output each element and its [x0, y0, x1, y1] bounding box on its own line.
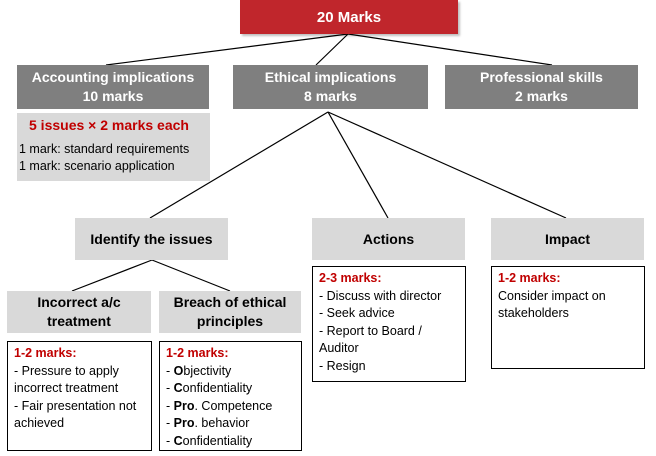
incorrect-detail-line: achieved: [14, 416, 65, 431]
actions-box: Actions: [312, 218, 465, 260]
actions-detail-line: - Seek advice: [319, 306, 395, 321]
ethical-title: Ethical implications: [264, 69, 397, 85]
breach-item: - Confidentiality: [166, 381, 253, 396]
breach-item-rest: onfidentiality: [182, 433, 253, 448]
breach-detail-box: 1-2 marks: - Objectivity - Confidentiali…: [159, 341, 302, 451]
connector-total-ethical: [315, 33, 349, 66]
identify-issues-box: Identify the issues: [75, 218, 228, 260]
ethical-implications-box: Ethical implications 8 marks: [233, 65, 428, 109]
breach-item: - Pro. Competence: [166, 398, 273, 413]
total-marks-label: 20 Marks: [316, 8, 382, 26]
connector-ethical-actions: [327, 111, 389, 219]
impact-detail-box: 1-2 marks: Consider impact on stakeholde…: [491, 266, 645, 369]
total-marks-box: 20 Marks: [240, 0, 458, 34]
accounting-detail-box: 5 issues × 2 marks each 1 mark: standard…: [17, 113, 210, 181]
incorrect-line1: Incorrect a/c: [37, 294, 121, 310]
accounting-detail-line: 1 mark: scenario application: [19, 159, 175, 173]
actions-detail-line: Auditor: [319, 341, 359, 356]
accounting-marks: 10 marks: [82, 88, 144, 104]
breach-item-rest: . behavior: [194, 416, 250, 431]
breach-item: - Pro. behavior: [166, 416, 250, 431]
incorrect-detail-box: 1-2 marks: - Pressure to apply incorrect…: [7, 341, 152, 451]
breach-item-initial: O: [173, 363, 184, 378]
incorrect-line2: treatment: [47, 313, 111, 329]
accounting-detail-line: 1 mark: standard requirements: [19, 142, 190, 156]
actions-detail-line: - Resign: [319, 358, 366, 373]
connector-identify-incorrect: [71, 259, 153, 292]
incorrect-treatment-box: Incorrect a/c treatment: [7, 291, 151, 333]
breach-item-initial: C: [173, 433, 183, 448]
connector-total-accounting: [105, 33, 349, 66]
impact-detail-header: 1-2 marks:: [498, 271, 561, 285]
breach-item: - Confidentiality: [166, 433, 253, 448]
professional-skills-box: Professional skills 2 marks: [445, 65, 638, 109]
accounting-issues-text: 5 issues × 2 marks each: [29, 117, 189, 133]
connector-identify-breach: [151, 259, 231, 292]
connector-total-professional: [347, 33, 553, 66]
ethical-marks: 8 marks: [304, 88, 357, 104]
impact-detail-line: stakeholders: [498, 306, 569, 321]
breach-item-rest: bjectivity: [183, 363, 232, 378]
professional-title: Professional skills: [480, 69, 603, 85]
connector-ethical-impact: [327, 111, 567, 219]
accounting-title: Accounting implications: [31, 69, 195, 85]
breach-item-initial: Pro: [173, 398, 195, 413]
incorrect-detail-line: - Pressure to apply: [14, 363, 119, 378]
breach-item-initial: Pro: [173, 416, 195, 431]
impact-detail-line: Consider impact on: [498, 288, 606, 303]
actions-detail-line: - Discuss with director: [319, 288, 442, 303]
breach-item-initial: C: [173, 381, 183, 396]
breach-line2: principles: [196, 313, 264, 329]
breach-item-rest: onfidentiality: [182, 381, 253, 396]
accounting-implications-box: Accounting implications 10 marks: [17, 65, 209, 109]
actions-detail-line: - Report to Board /: [319, 323, 422, 338]
incorrect-detail-line: incorrect treatment: [14, 381, 119, 396]
breach-principles-box: Breach of ethical principles: [159, 291, 301, 333]
actions-detail-header: 2-3 marks:: [319, 271, 382, 285]
impact-box: Impact: [491, 218, 644, 260]
professional-marks: 2 marks: [515, 88, 568, 104]
breach-line1: Breach of ethical: [173, 294, 287, 310]
breach-detail-header: 1-2 marks:: [166, 346, 229, 360]
incorrect-detail-header: 1-2 marks:: [14, 346, 77, 360]
breach-item-rest: . Competence: [194, 398, 273, 413]
actions-detail-box: 2-3 marks: - Discuss with director - See…: [312, 266, 466, 382]
breach-item: - Objectivity: [166, 363, 232, 378]
actions-label: Actions: [362, 230, 415, 247]
impact-label: Impact: [544, 230, 591, 247]
incorrect-detail-line: - Fair presentation not: [14, 398, 137, 413]
identify-issues-label: Identify the issues: [90, 230, 213, 247]
